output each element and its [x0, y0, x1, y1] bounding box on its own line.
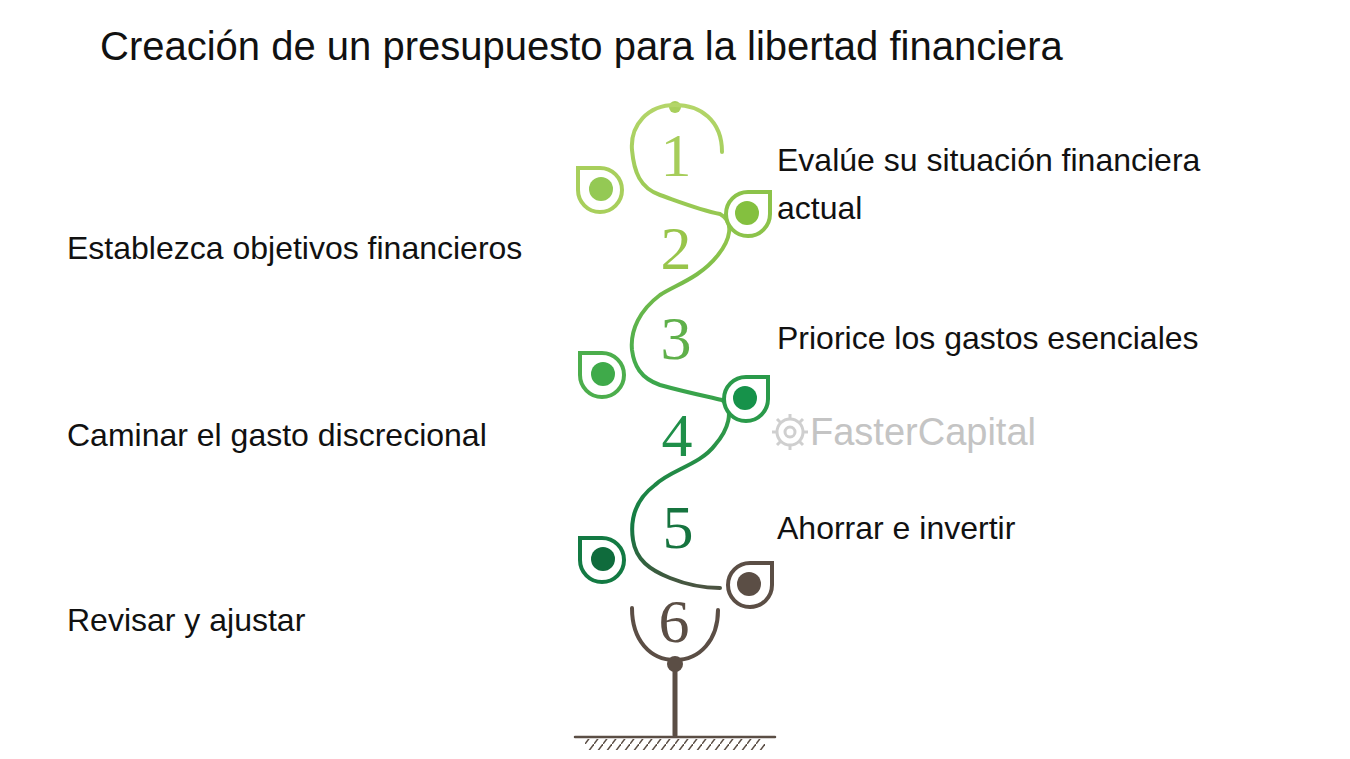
- diagram-title: Creación de un presupuesto para la liber…: [100, 22, 1063, 70]
- step-label: Evalúe su situación financiera actual: [777, 136, 1287, 232]
- watermark-gear: [772, 414, 808, 450]
- step-label: Revisar y ajustar: [67, 596, 305, 644]
- vine: [632, 101, 730, 588]
- step-label: Establezca objetivos financieros: [67, 224, 522, 272]
- step-number: 4: [662, 404, 693, 466]
- step-number: 5: [663, 496, 694, 558]
- step-number: 1: [661, 124, 692, 186]
- step-label: Caminar el gasto discrecional: [67, 411, 487, 459]
- leaves: [578, 168, 772, 607]
- step-number: 2: [661, 217, 692, 279]
- step-number: 3: [661, 307, 692, 369]
- step-label: Ahorrar e invertir: [777, 504, 1015, 552]
- step-number: 6: [659, 590, 690, 652]
- step-label: Priorice los gastos esenciales: [777, 314, 1199, 362]
- watermark: FasterCapital: [810, 410, 1036, 454]
